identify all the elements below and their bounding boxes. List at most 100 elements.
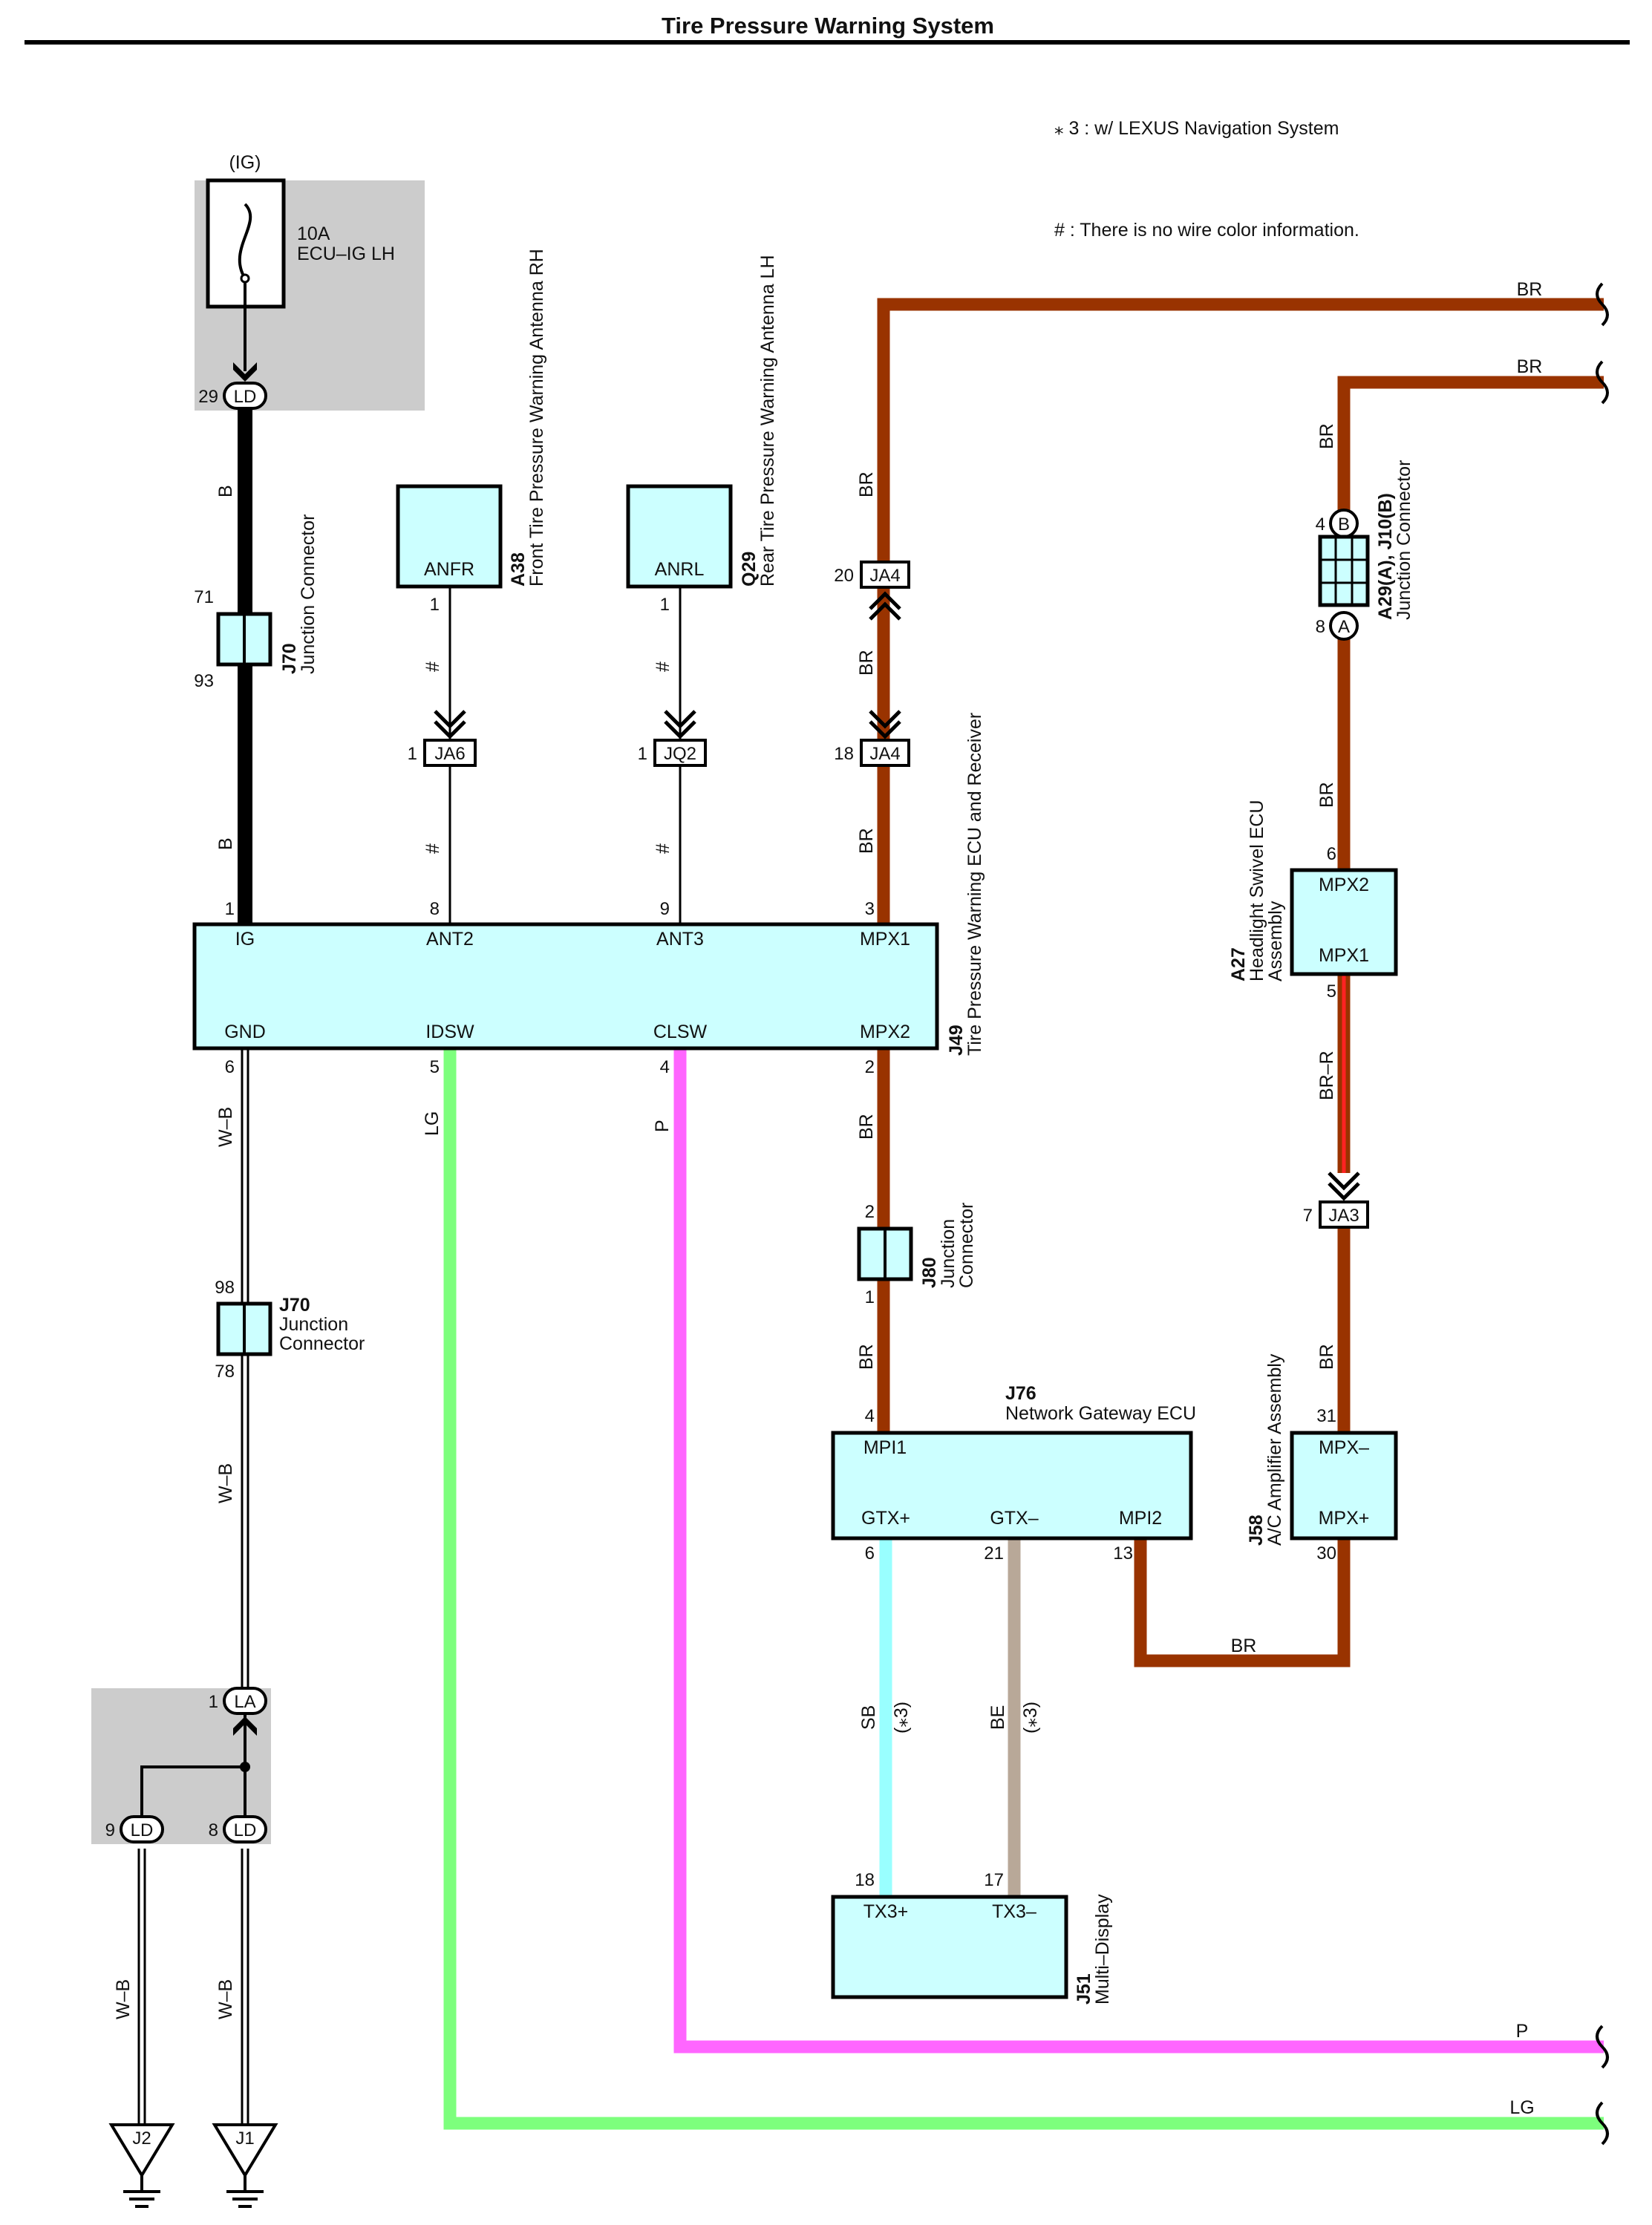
- wire-br-j49-mpx1: [877, 298, 1604, 924]
- note-no-wire-color: # : There is no wire color information.: [1054, 220, 1359, 241]
- j49-terminal-ant2: ANT2: [426, 929, 474, 950]
- connector-la-label: LA: [234, 1692, 255, 1712]
- pin-j80-2: 2: [865, 1202, 875, 1222]
- j70-lower-name1: Junction: [279, 1314, 348, 1335]
- fuse-icon: [238, 203, 252, 280]
- pin-ld-8: 8: [209, 1820, 218, 1840]
- pin-ld-9: 9: [105, 1820, 115, 1840]
- wire-label-br-5: BR: [856, 1344, 877, 1370]
- j70-upper-name: Junction Connector: [298, 514, 319, 674]
- connector-jq2: [653, 739, 707, 767]
- pin-a27-5: 5: [1327, 981, 1336, 1002]
- j49-terminal-idsw: IDSW: [425, 1022, 474, 1042]
- a29-code: A29(A), J10(B): [1375, 493, 1396, 620]
- j70-upper-code: J70: [279, 643, 300, 674]
- j76-terminal-mpi1: MPI1: [863, 1437, 907, 1458]
- chevron-down-icon: [1328, 1172, 1360, 1201]
- j49-code: J49: [946, 1025, 967, 1056]
- a38-terminal: ANFR: [424, 559, 474, 580]
- wire-label-hash-2: #: [653, 661, 673, 672]
- pin-93: 93: [194, 671, 214, 691]
- pin-j58-30: 30: [1316, 1543, 1336, 1564]
- j51-terminal-tx3p: TX3+: [863, 1901, 908, 1922]
- connector-ja4-upper-label: JA4: [869, 566, 900, 586]
- connector-ld-9-label: LD: [131, 1820, 154, 1840]
- j76-code: J76: [1005, 1383, 1036, 1404]
- ground-splice-lines: [140, 1715, 250, 1826]
- wire-label-wb-2: W–B: [215, 1463, 236, 1503]
- pin-78: 78: [215, 1362, 235, 1382]
- pin-ja6-1: 1: [408, 744, 417, 764]
- wire-p: [673, 1048, 1604, 2054]
- wire-label-br-7: BR: [1316, 782, 1337, 808]
- j49-terminal-clsw: CLSW: [653, 1022, 708, 1042]
- wire-label-be-note: (⁎3): [1020, 1702, 1041, 1734]
- ground-j1-icon: [212, 2123, 278, 2208]
- chevron-up-icon: [869, 591, 901, 621]
- j76-name: Network Gateway ECU: [1005, 1403, 1196, 1424]
- wire-label-br-1: BR: [856, 471, 877, 497]
- wire-label-wb-3: W–B: [215, 1979, 236, 2019]
- a27-box: [1290, 868, 1398, 976]
- wire-br-a29: [1337, 376, 1604, 516]
- connector-ja4-lower: [860, 739, 910, 767]
- wire-label-hash-4: #: [653, 843, 673, 854]
- j49-terminal-mpx1: MPX1: [860, 929, 910, 950]
- pin-q29-1: 1: [660, 595, 670, 615]
- pin-j49-3: 3: [865, 899, 875, 919]
- j51-box: [831, 1895, 1068, 1999]
- pin-98: 98: [215, 1278, 235, 1298]
- note-navigation: ⁎ 3 : w/ LEXUS Navigation System: [1054, 118, 1339, 139]
- pin-j76-4: 4: [865, 1406, 875, 1426]
- wire-label-p: P: [652, 1120, 673, 1132]
- pin-j51-17: 17: [984, 1870, 1004, 1890]
- connector-ld-top: [223, 382, 267, 410]
- pin-29: 29: [198, 387, 218, 407]
- power-source-label: (IG): [229, 152, 261, 173]
- pin-a27-6: 6: [1327, 844, 1336, 864]
- pin-j51-18: 18: [855, 1870, 875, 1890]
- j49-name: Tire Pressure Warning ECU and Receiver: [964, 713, 985, 1056]
- connector-ld-9: [120, 1815, 164, 1843]
- wire-label-br-4: BR: [856, 1114, 877, 1140]
- j58-terminal-mpxm: MPX–: [1319, 1437, 1369, 1458]
- connector-ja4-upper: [860, 561, 910, 589]
- pin-j76-6: 6: [865, 1543, 875, 1564]
- wire-end-marks: [1596, 282, 1609, 2146]
- wire-label-hash-3: #: [422, 843, 443, 854]
- q29-box: [626, 484, 733, 589]
- q29-terminal: ANRL: [655, 559, 705, 580]
- j80-code: J80: [919, 1257, 940, 1288]
- connector-arrow-icon: [233, 1716, 257, 1736]
- j49-terminal-mpx2: MPX2: [860, 1022, 910, 1042]
- j76-terminal-gtxm: GTX–: [990, 1508, 1038, 1529]
- pin-jq2-1: 1: [638, 744, 647, 764]
- a27-code: A27: [1228, 947, 1249, 981]
- j58-name: A/C Amplifier Assembly: [1264, 1353, 1285, 1546]
- wire-label-p-right: P: [1516, 2021, 1529, 2042]
- wire-label-br-r: BR–R: [1316, 1051, 1337, 1100]
- pin-j76-13: 13: [1113, 1543, 1133, 1564]
- j76-terminal-mpi2: MPI2: [1119, 1508, 1162, 1529]
- wire-lg: [443, 1048, 1604, 2130]
- wire-label-br-top1: BR: [1517, 279, 1543, 300]
- ground-j1-label: J1: [235, 2128, 254, 2149]
- j76-box: [831, 1431, 1193, 1540]
- j80-name1: Junction: [938, 1219, 959, 1288]
- j76-terminal-gtxp: GTX+: [861, 1508, 910, 1529]
- j58-code: J58: [1246, 1515, 1267, 1546]
- pin-j49-4: 4: [660, 1057, 670, 1077]
- wire-label-b-2: B: [215, 837, 236, 850]
- pin-ja3-7: 7: [1303, 1206, 1313, 1226]
- j51-name: Multi–Display: [1092, 1894, 1113, 2005]
- chevron-down-icon: [664, 710, 696, 739]
- fuse-amp: 10A: [297, 223, 330, 244]
- connector-la: [223, 1687, 267, 1715]
- j51-terminal-tx3m: TX3–: [992, 1901, 1036, 1922]
- pin-71: 71: [194, 587, 214, 607]
- connector-ja3-label: JA3: [1328, 1206, 1359, 1226]
- wire-label-be: BE: [987, 1705, 1008, 1730]
- wire-label-sb-note: (⁎3): [891, 1702, 912, 1734]
- j70-lower-code: J70: [279, 1295, 310, 1316]
- chevron-down-icon: [434, 710, 466, 739]
